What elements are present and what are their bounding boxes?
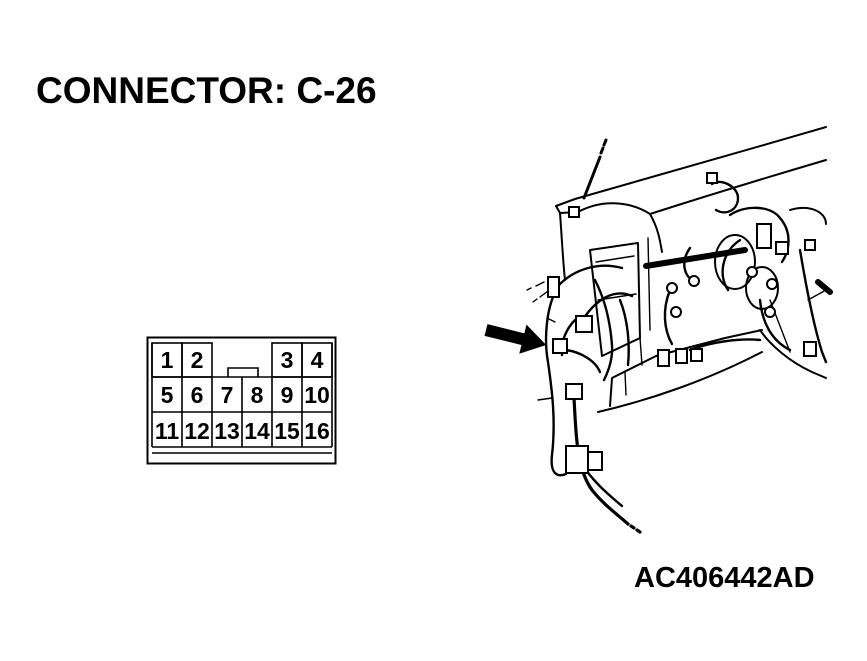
wire <box>798 248 828 364</box>
connectors <box>547 172 817 474</box>
connector-plug <box>575 315 593 333</box>
harness-clip <box>766 278 778 290</box>
wire <box>593 278 614 382</box>
connector-plug <box>657 349 670 367</box>
pin-number: 5 <box>161 382 174 408</box>
wire-cut-ends <box>526 281 549 303</box>
glovebox-top-edge <box>609 329 763 407</box>
cluster-hood <box>789 206 827 225</box>
arrow-head <box>519 324 547 354</box>
connector-plug <box>565 383 583 400</box>
pin-number: 4 <box>311 347 324 373</box>
harness-duct <box>643 247 748 269</box>
antenna-lead-cut-end <box>599 138 608 155</box>
connector-plug <box>547 276 560 298</box>
pin-number: 11 <box>155 418 180 444</box>
harness-clip <box>764 306 776 318</box>
connector-plug <box>775 241 789 255</box>
pin-number: 8 <box>251 382 264 408</box>
column-cover-edge <box>759 329 827 379</box>
connector-plug <box>565 445 589 474</box>
wires <box>526 138 833 534</box>
wire <box>544 288 568 477</box>
console-edge <box>647 237 651 331</box>
junction-block <box>589 242 641 357</box>
pin-number: 1 <box>161 347 174 373</box>
antenna-lead <box>582 155 602 200</box>
harness-cut-end <box>629 524 642 534</box>
pin-number: 3 <box>281 347 294 373</box>
housing-inner-walls <box>151 343 333 447</box>
connector-plug <box>587 451 603 471</box>
main-harness-trunk <box>572 396 630 526</box>
arrow-right-icon <box>484 324 547 354</box>
pin-number: 7 <box>221 382 234 408</box>
pin-number: 6 <box>191 382 204 408</box>
connector-plug <box>568 206 580 218</box>
wire <box>582 292 634 320</box>
wire <box>710 180 740 214</box>
pin-number: 12 <box>184 418 210 444</box>
connector-plug <box>706 172 718 184</box>
pin-number: 9 <box>281 382 294 408</box>
air-vent <box>714 234 756 290</box>
page-title: CONNECTOR: C-26 <box>36 70 377 111</box>
windshield-edge <box>555 126 827 207</box>
pin-number: 16 <box>304 418 330 444</box>
figure-code: AC406442AD <box>634 562 815 594</box>
connector-face-diagram: 1 2 3 4 5 6 7 8 9 10 11 12 13 14 15 16 <box>146 336 337 465</box>
harness-clip <box>746 266 758 278</box>
dashboard-outline <box>555 126 827 413</box>
panel-seams <box>624 337 643 396</box>
connector-plug <box>690 348 703 362</box>
harness-duct <box>815 279 833 295</box>
steering-column-stub <box>807 289 827 301</box>
harness-clip <box>670 306 682 318</box>
wiring-harness-illustration <box>484 126 833 534</box>
connector-housing <box>146 336 337 465</box>
pin-number: 10 <box>304 382 330 408</box>
connector-plug <box>803 341 817 357</box>
pin-number: 15 <box>274 418 300 444</box>
connector-plug <box>804 239 816 251</box>
dash-side-edge <box>559 212 566 281</box>
pin-number: 14 <box>244 418 270 444</box>
connector-plug <box>675 348 688 364</box>
pin-column-dividers <box>181 377 303 447</box>
lower-panel-edge <box>597 351 763 413</box>
arrow-shaft <box>484 324 529 346</box>
wire <box>688 338 762 352</box>
pin-number: 2 <box>191 347 204 373</box>
harness-clip <box>688 275 700 287</box>
wire <box>556 264 624 288</box>
wire-cut-ends <box>537 317 556 401</box>
wire <box>758 298 792 352</box>
pin-number: 13 <box>214 418 240 444</box>
locking-key <box>227 367 259 377</box>
connector-c-26-plug <box>552 338 568 354</box>
harness-clip <box>666 282 678 294</box>
wire <box>721 238 742 292</box>
wire <box>564 348 602 374</box>
connector-plug <box>756 223 772 249</box>
dash-seam <box>649 213 663 253</box>
wire <box>618 298 630 367</box>
dash-top-edge <box>577 159 827 215</box>
wire <box>663 288 674 346</box>
